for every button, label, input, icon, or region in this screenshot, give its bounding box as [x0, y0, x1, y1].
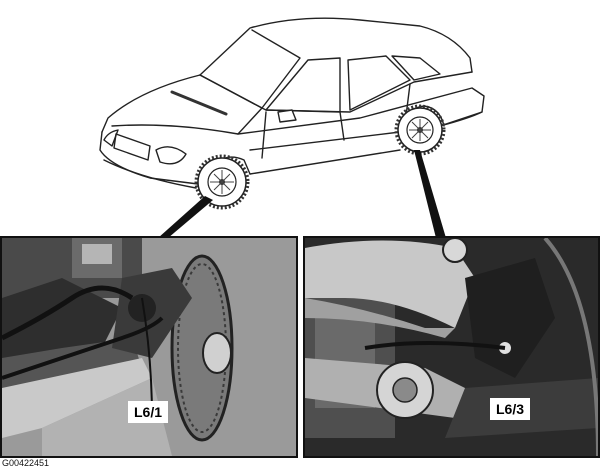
front-wheel-icon: [194, 154, 250, 210]
pointer-lines: [158, 150, 446, 238]
sensor-label-front: L6/1: [128, 401, 169, 423]
rear-wheel-icon: [394, 104, 446, 156]
car-illustration: [99, 17, 485, 238]
sensor-label-rear: L6/3: [490, 398, 531, 420]
figure-id: G00422451: [2, 458, 50, 468]
front-wheel-sensor-photo: L6/1: [0, 236, 298, 458]
rear-wheel-sensor-photo: L6/3: [303, 236, 600, 458]
